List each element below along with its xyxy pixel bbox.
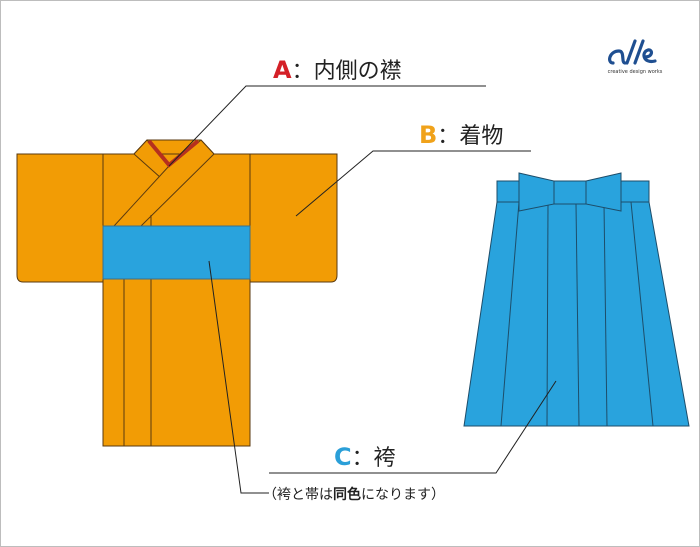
label-a-separator: ： bbox=[291, 59, 314, 84]
label-c-text: 袴 bbox=[373, 446, 396, 471]
left-sleeve bbox=[16, 153, 104, 283]
label-a: A：内側の襟 bbox=[273, 53, 402, 85]
note-open: （袴と帯は bbox=[263, 487, 333, 503]
hakama bbox=[463, 172, 690, 427]
leader-line-b bbox=[295, 150, 531, 217]
brand-logo: creative design works bbox=[605, 35, 665, 75]
leader-lines bbox=[168, 85, 557, 494]
right-sleeve bbox=[249, 153, 338, 283]
logo-mark bbox=[608, 39, 657, 65]
note-bold: 同色 bbox=[333, 487, 361, 503]
logo-tagline: creative design works bbox=[607, 69, 663, 75]
note-close: になります） bbox=[361, 487, 445, 503]
label-a-text: 内側の襟 bbox=[313, 59, 402, 84]
label-b-separator: ： bbox=[437, 124, 460, 149]
leader-line-a bbox=[168, 85, 486, 167]
label-b-letter: B bbox=[419, 121, 438, 149]
bow-center bbox=[553, 180, 587, 205]
pleat-line bbox=[500, 201, 520, 427]
kimono bbox=[16, 139, 338, 447]
label-b: B：着物 bbox=[419, 118, 503, 150]
label-b-text: 着物 bbox=[459, 124, 504, 149]
leader-line-c bbox=[269, 380, 557, 474]
label-c: C：袴 bbox=[334, 440, 396, 472]
same-color-note: （袴と帯は同色になります） bbox=[263, 484, 445, 504]
kimono-body bbox=[102, 153, 251, 447]
bow-right-wing bbox=[585, 172, 622, 212]
label-c-separator: ： bbox=[351, 446, 374, 471]
leader-line-note bbox=[208, 260, 269, 494]
bow-left-wing bbox=[518, 172, 555, 212]
obi bbox=[102, 225, 251, 280]
pleat-line bbox=[630, 201, 654, 427]
label-a-letter: A bbox=[273, 56, 292, 84]
pleat-line bbox=[546, 203, 549, 427]
label-c-letter: C bbox=[334, 443, 352, 471]
pleat-line bbox=[603, 203, 608, 427]
pleat-line bbox=[575, 203, 580, 427]
inner-collar bbox=[147, 139, 200, 168]
